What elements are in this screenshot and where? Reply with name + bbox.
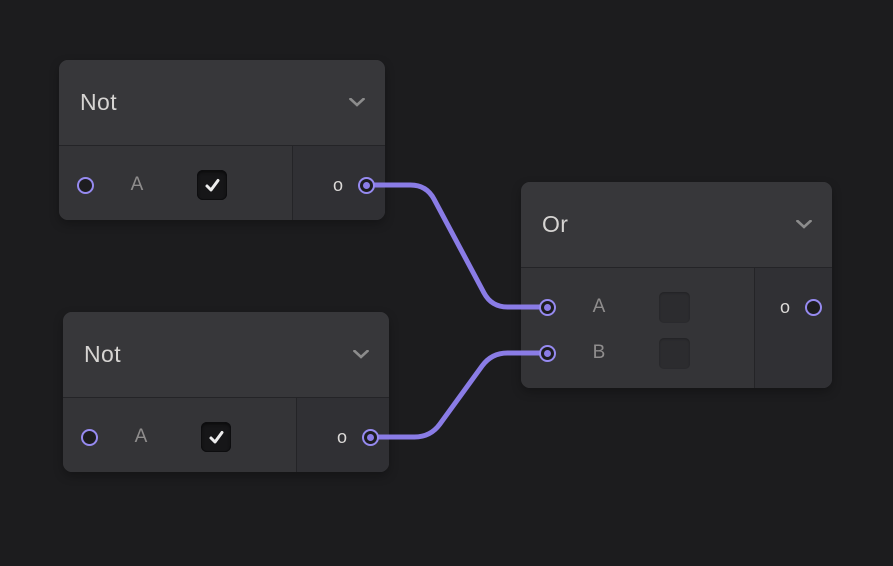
node-header[interactable]: Not [59,60,385,145]
outputs-section: o [754,268,832,388]
chevron-down-icon[interactable] [349,98,365,107]
input-port-a[interactable] [77,176,94,194]
checkbox-a-checked[interactable] [197,170,227,200]
input-port-a[interactable] [539,298,556,316]
output-row-o: o [333,162,375,208]
input-label: B [592,342,606,363]
input-label: A [134,426,148,447]
input-port-a[interactable] [81,428,98,446]
input-port-b[interactable] [539,344,556,362]
output-row-o: o [780,284,822,330]
port-dot [544,303,551,311]
node-title: Or [542,211,569,237]
checkbox-a-checked[interactable] [201,422,231,452]
input-row-a: A [63,414,296,460]
output-row-o: o [337,414,379,460]
outputs-section: o [292,146,385,220]
inputs-section: A [63,398,296,472]
checkbox-b-disabled [659,337,690,369]
input-row-a: A [59,162,292,208]
port-dot [544,349,551,357]
output-label: o [336,426,347,447]
node-title: Not [80,89,117,115]
port-dot [367,433,374,441]
output-port-o[interactable] [805,298,822,316]
output-label: o [332,174,343,195]
outputs-section: o [296,398,389,472]
node-title: Not [84,341,121,367]
input-label: A [130,174,144,195]
checkbox-a-disabled [659,291,690,323]
node-header[interactable]: Not [63,312,389,397]
inputs-section: A [59,146,292,220]
port-dot [363,181,370,189]
input-row-b: B [521,330,754,376]
input-row-a: A [521,284,754,330]
node-header[interactable]: Or [521,182,832,267]
output-port-o[interactable] [358,176,375,194]
output-label: o [779,296,790,317]
output-port-o[interactable] [362,428,379,446]
input-label: A [592,296,606,317]
chevron-down-icon[interactable] [353,350,369,359]
chevron-down-icon[interactable] [796,220,812,229]
